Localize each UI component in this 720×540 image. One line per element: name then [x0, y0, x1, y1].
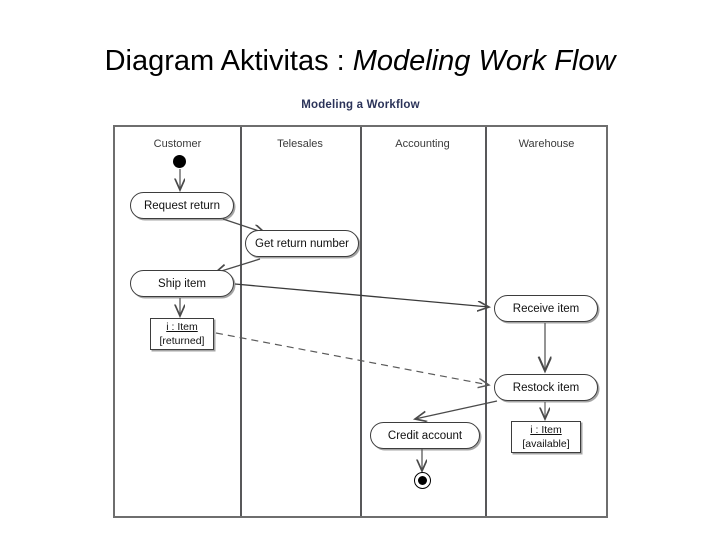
lane-divider-accounting-warehouse — [485, 127, 487, 516]
final-node — [414, 472, 431, 489]
diagram-caption: Modeling a Workflow — [301, 99, 420, 111]
activity-receive-item[interactable]: Receive item — [494, 295, 598, 322]
activity-restock-item[interactable]: Restock item — [494, 374, 598, 401]
activity-ship-item[interactable]: Ship item — [130, 270, 234, 297]
activity-diagram-frame: Customer Telesales Accounting Warehouse — [113, 125, 608, 518]
lane-title-telesales: Telesales — [277, 138, 323, 150]
page-title-italic: Modeling Work Flow — [352, 45, 616, 77]
final-node-inner — [417, 475, 427, 485]
activity-request-return[interactable]: Request return — [130, 192, 234, 219]
page-title-plain: Diagram Aktivitas : — [104, 45, 353, 77]
lane-title-customer: Customer — [153, 138, 202, 150]
lane-divider-customer-telesales — [240, 127, 242, 516]
activity-get-return-number[interactable]: Get return number — [245, 230, 359, 257]
lane-title-accounting: Accounting — [395, 138, 450, 150]
lane-divider-telesales-accounting — [360, 127, 362, 516]
edge-item-returned-to-restock-item — [215, 332, 489, 385]
page-title: Diagram Aktivitas : Modeling Work Flow — [0, 44, 720, 78]
lane-title-warehouse: Warehouse — [518, 138, 575, 150]
object-node-item-returned[interactable]: i : Item [returned] — [150, 318, 214, 350]
object-node-state: [returned] — [159, 335, 205, 347]
object-node-instance: i : Item — [530, 424, 562, 436]
object-node-item-available[interactable]: i : Item [available] — [511, 421, 581, 453]
initial-node — [173, 155, 186, 168]
object-node-instance: i : Item — [166, 321, 198, 333]
activity-credit-account[interactable]: Credit account — [370, 422, 480, 449]
object-node-state: [available] — [522, 438, 570, 450]
edge-ship-item-to-receive-item — [234, 283, 489, 307]
